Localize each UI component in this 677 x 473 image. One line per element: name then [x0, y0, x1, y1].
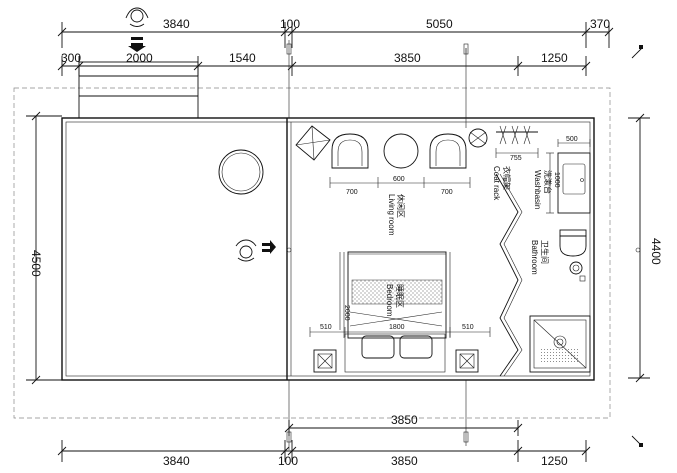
dim-bed-side-right: 510 [462, 324, 474, 331]
dim-top-3840: 3840 [163, 17, 190, 31]
washbasin: 500 1000 [546, 136, 591, 214]
site-outline [13, 87, 611, 419]
bedroom-label-cn: 睡眠区 [395, 284, 404, 308]
person-top-icon [125, 7, 149, 52]
coat-rack-label: Coat rack [492, 166, 501, 201]
person-icon [235, 239, 276, 262]
bedroom-label: Bedroom [385, 284, 394, 317]
pillow-left [361, 335, 395, 359]
left-height-dimension: 4500 [26, 111, 62, 385]
dim-left-4500: 4500 [29, 250, 43, 277]
dim-table-600: 600 [393, 176, 405, 183]
dim-bottom-100: 100 [278, 454, 298, 468]
bed [343, 251, 451, 339]
terrace-table [218, 149, 264, 195]
dim-bottom-3840: 3840 [163, 454, 190, 468]
washbasin-label-cn: 洗漱台 [543, 170, 553, 194]
living-room-armchair-left [331, 133, 369, 169]
nightstand-right [455, 349, 479, 373]
toilet [559, 229, 587, 282]
dim-bottom-3850: 3850 [391, 454, 418, 468]
dim-top-1540: 1540 [229, 51, 256, 65]
dim-top-100: 100 [280, 17, 300, 31]
bed-dimensions: 510 1800 510 2000 [309, 252, 491, 337]
right-height-dimension: 4400 [628, 113, 663, 383]
dim-bottom-inner-3850: 3850 [391, 413, 418, 427]
coat-rack-label-cn: 衣帽架 [502, 166, 512, 190]
dim-washbasin-length: 1000 [553, 172, 560, 188]
top-dimension-row-1: 3840 100 5050 370 [57, 17, 614, 48]
bathroom-label-cn: 卫生间 [540, 240, 550, 264]
dim-washbasin-width: 500 [566, 136, 578, 143]
pillow-right [399, 335, 433, 359]
bottom-dimension-row: 3840 100 3850 1250 [57, 440, 591, 468]
shower [529, 315, 591, 373]
coat-rack: 755 [468, 125, 539, 162]
dim-bed-length: 2000 [343, 305, 350, 321]
dim-top-3850: 3850 [394, 51, 421, 65]
dim-coat-rack: 755 [510, 155, 522, 162]
bathroom-label: Bathroom [530, 240, 539, 275]
dim-right-4400: 4400 [649, 238, 663, 265]
dim-top-5050: 5050 [426, 17, 453, 31]
dim-top-2000: 2000 [126, 51, 153, 65]
section-mark-bottom-icon [631, 435, 643, 447]
section-mark-top-icon [631, 45, 643, 59]
entry-steps [78, 61, 199, 119]
dim-top-300: 300 [61, 51, 81, 65]
dim-top-370: 370 [590, 17, 610, 31]
bottom-inner-dimension: 3850 [284, 413, 523, 436]
dim-bed-width: 1800 [389, 324, 405, 331]
headboard [344, 333, 446, 373]
living-furniture-dimension: 700 600 700 [329, 176, 471, 196]
living-room-label-cn: 休闲区 [396, 194, 406, 218]
axis-lines [286, 40, 641, 450]
nightstand-left [313, 349, 337, 373]
living-room-label: Living room [387, 194, 396, 236]
dim-top-1250: 1250 [541, 51, 568, 65]
washbasin-label: Washbasin [533, 170, 542, 209]
top-dimension-row-2: 300 2000 1540 3850 1250 [57, 51, 591, 76]
tv-cabinet [295, 125, 331, 161]
living-room-side-table [383, 133, 419, 169]
dim-bed-side-left: 510 [320, 324, 332, 331]
dim-chair-700-right: 700 [441, 189, 453, 196]
dim-chair-700-left: 700 [346, 189, 358, 196]
dim-bottom-1250: 1250 [541, 454, 568, 468]
bathroom-partition [495, 173, 523, 377]
living-room-armchair-right [429, 133, 467, 169]
